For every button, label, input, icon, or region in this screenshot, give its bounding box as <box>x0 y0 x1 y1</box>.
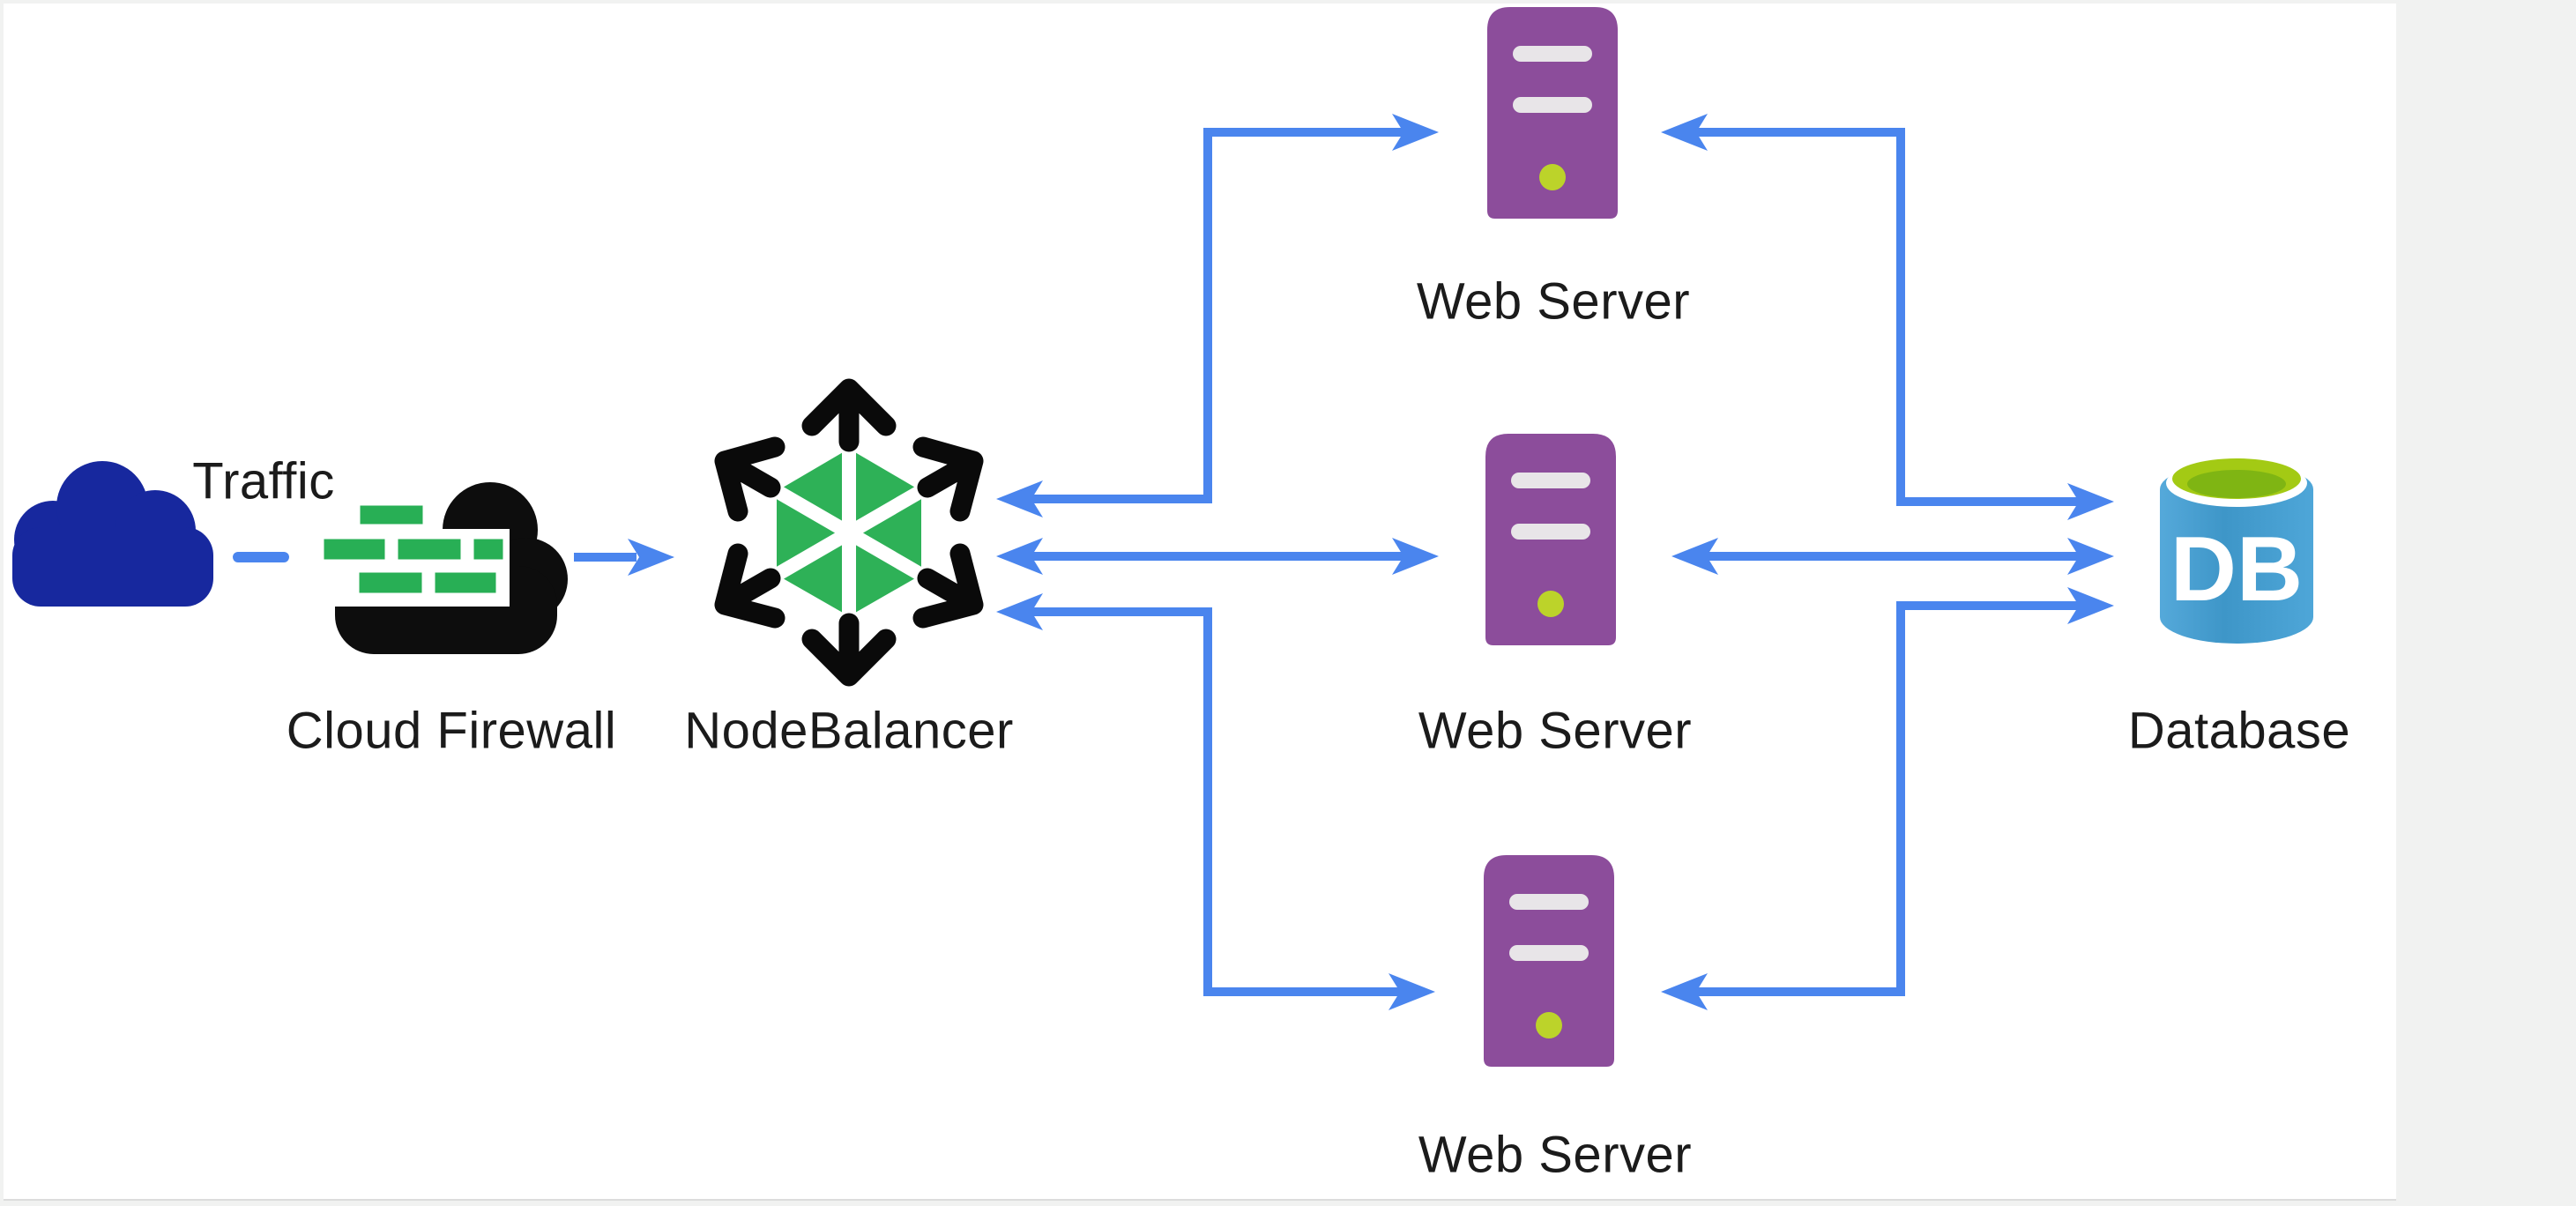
balancer-arrow-down-left-icon <box>714 543 785 629</box>
server-slot <box>1509 894 1589 910</box>
db-badge: DB <box>2170 518 2303 621</box>
arrowhead-left-icon <box>996 593 1043 630</box>
web-server-top-label: Web Server <box>1416 272 1691 331</box>
arrowhead-left-icon <box>996 480 1043 517</box>
server-led <box>1539 164 1566 190</box>
database-label: Database <box>2127 702 2351 760</box>
edge-nodebalancer-webserver-bottom <box>996 593 1435 1010</box>
arrowhead-left-icon <box>996 538 1043 575</box>
server-led <box>1537 591 1564 617</box>
web-server-middle-icon <box>1485 434 1616 645</box>
nodebalancer-icon <box>714 378 984 687</box>
brick <box>354 499 429 531</box>
server-slot <box>1511 473 1590 488</box>
web-server-middle-label: Web Server <box>1418 702 1693 760</box>
web-server-bottom-icon <box>1484 855 1614 1067</box>
edge-nodebalancer-webserver-middle <box>996 538 1439 575</box>
server-slot <box>1513 97 1592 113</box>
arrowhead-left-icon <box>1661 114 1708 151</box>
balancer-arrow-up-left-icon <box>714 436 785 522</box>
arrowhead-right-icon <box>1392 538 1439 575</box>
cloud-firewall-label: Cloud Firewall <box>286 702 617 760</box>
balancer-arrow-down-right-icon <box>912 543 984 629</box>
arrowhead-right-icon <box>628 539 674 576</box>
brick <box>467 532 510 566</box>
edge-webserver-middle-database <box>1671 538 2114 575</box>
arrowhead-right-icon <box>2067 483 2114 520</box>
edge-nodebalancer-webserver-top <box>996 114 1439 517</box>
brick <box>353 566 428 599</box>
arrowhead-right-icon <box>2067 587 2114 624</box>
server-slot <box>1509 945 1589 961</box>
web-server-top-icon <box>1487 7 1618 219</box>
arrowhead-left-icon <box>1661 973 1708 1010</box>
arrowhead-right-icon <box>1389 973 1435 1010</box>
database-cylinder-icon: DB <box>2160 458 2313 644</box>
balancer-arrow-up-icon <box>801 378 897 452</box>
arrowhead-right-icon <box>2067 538 2114 575</box>
traffic-label: Traffic <box>192 452 335 510</box>
edge-webserver-top-database <box>1661 114 2114 520</box>
brick <box>391 532 467 566</box>
cloud-firewall-icon <box>316 482 568 654</box>
balancer-arrow-down-icon <box>801 613 897 687</box>
web-server-bottom-label: Web Server <box>1418 1126 1693 1184</box>
nodebalancer-label: NodeBalancer <box>684 702 1014 760</box>
edge-firewall-nodebalancer <box>574 539 674 576</box>
brick <box>428 566 503 599</box>
traffic-cloud-icon <box>12 461 213 607</box>
brick <box>317 532 391 566</box>
arrowhead-right-icon <box>1392 114 1439 151</box>
edge-webserver-bottom-database <box>1661 587 2114 1010</box>
server-slot <box>1513 46 1592 62</box>
server-slot <box>1511 524 1590 540</box>
server-led <box>1536 1012 1562 1038</box>
balancer-arrow-up-right-icon <box>912 436 984 522</box>
arrowhead-left-icon <box>1671 538 1718 575</box>
